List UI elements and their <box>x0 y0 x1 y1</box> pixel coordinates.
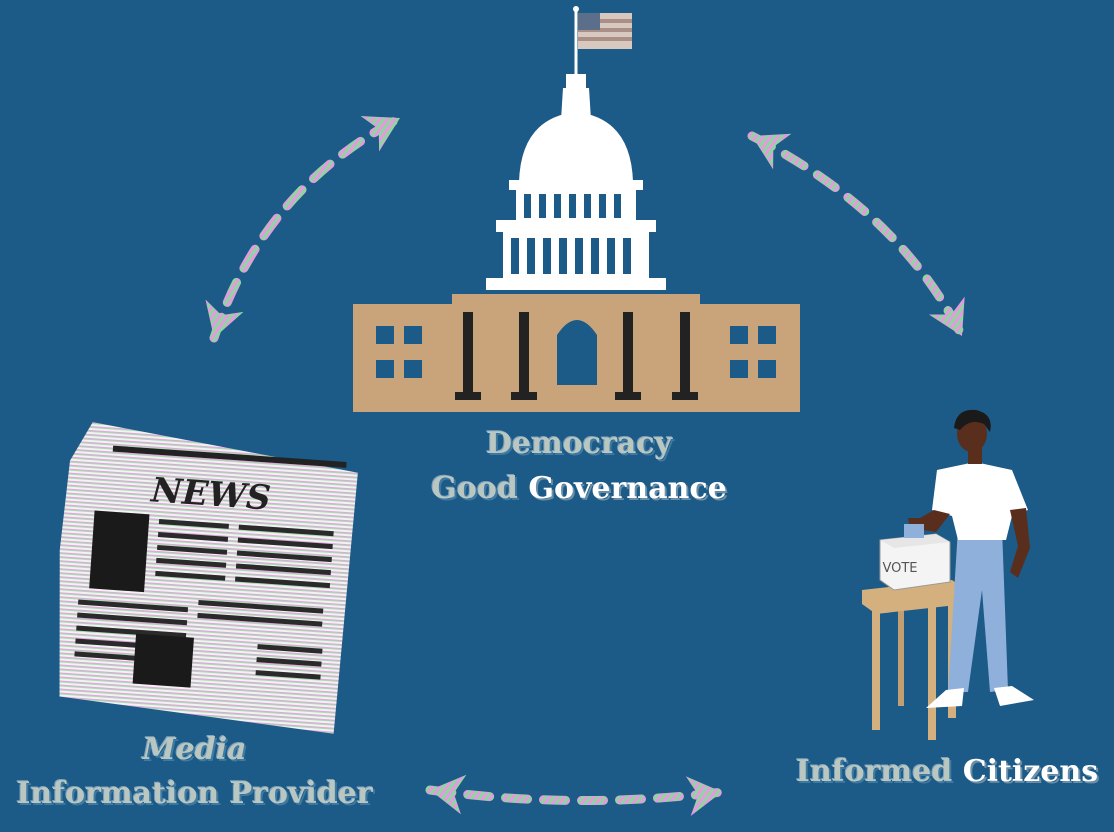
information-provider-label: Information Provider <box>0 776 389 812</box>
flag-icon <box>578 13 632 49</box>
ballot-text: VOTE <box>882 561 917 576</box>
governance-text: Governance <box>528 471 727 506</box>
information-provider-text: Information Provider <box>16 776 373 811</box>
citizens-text: Citizens <box>962 754 1099 789</box>
double-arrow-icon <box>425 785 727 805</box>
newspaper-icon: NEWS <box>59 422 358 734</box>
media-label: Media <box>0 732 389 768</box>
arrowhead-icon <box>205 299 244 338</box>
news-headline: NEWS <box>149 470 272 518</box>
ballot-box-icon: VOTE <box>879 524 951 591</box>
arrowhead-icon <box>928 296 965 336</box>
media-text: Media <box>142 732 247 767</box>
arrows-group <box>205 113 967 817</box>
arrowhead-icon <box>685 776 722 817</box>
informed-citizens-label: Informed Citizens <box>780 754 1114 790</box>
governance-label: Good Governance <box>0 471 1114 507</box>
informed-text: Informed <box>795 754 953 789</box>
capitol-icon <box>353 6 800 412</box>
arrowhead-icon <box>430 774 467 815</box>
democracy-label: Democracy <box>0 426 1114 462</box>
double-arrow-icon <box>747 131 967 341</box>
double-arrow-icon <box>209 113 405 343</box>
arrowhead-icon <box>752 133 792 170</box>
good-text: Good <box>431 471 518 506</box>
democracy-text: Democracy <box>485 426 673 461</box>
voter-icon: VOTE <box>862 409 1034 740</box>
arrowhead-icon <box>360 115 400 152</box>
